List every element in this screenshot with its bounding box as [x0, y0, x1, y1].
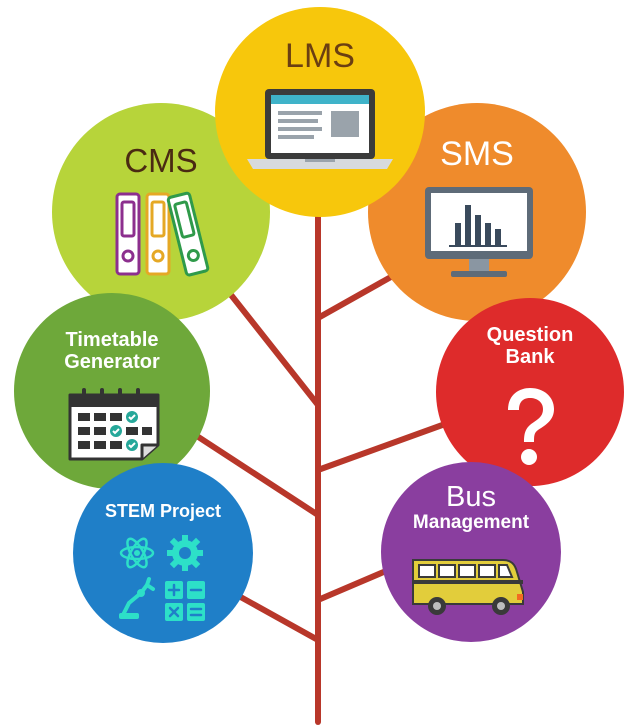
bus-label-line1: Bus: [446, 481, 496, 513]
question-label: Question Bank: [436, 324, 624, 369]
bus-icon: [412, 559, 524, 615]
timetable-label-line1: Timetable: [65, 329, 159, 351]
cms-node[interactable]: CMS: [52, 103, 270, 321]
stem-project-node[interactable]: STEM Project: [73, 463, 253, 643]
cms-label: CMS: [124, 142, 198, 179]
timetable-generator-node[interactable]: Timetable Generator: [14, 293, 210, 489]
timetable-label-line2: Generator: [64, 351, 160, 374]
question-label-line1: Question: [486, 324, 574, 346]
question-label-line2: Bank: [505, 346, 555, 369]
bus-label: Bus Management: [381, 482, 561, 535]
laptop-icon: [247, 89, 393, 169]
lms-node[interactable]: LMS: [215, 7, 425, 217]
sms-label: SMS: [440, 135, 514, 173]
branch-timetable: [177, 422, 321, 518]
stem-label: STEM Project: [104, 501, 222, 521]
bus-management-node[interactable]: Bus Management: [381, 462, 561, 642]
timetable-label: Timetable Generator: [14, 329, 210, 374]
stem-tools-icon: [119, 535, 205, 621]
question-mark-icon: [508, 388, 554, 465]
binders-icon: [115, 191, 210, 277]
bus-label-line2: Management: [412, 512, 530, 534]
calendar-icon: [68, 388, 160, 461]
monitor-chart-icon: [425, 187, 533, 277]
question-bank-node[interactable]: Question Bank: [436, 298, 624, 486]
lms-label: LMS: [285, 37, 355, 75]
